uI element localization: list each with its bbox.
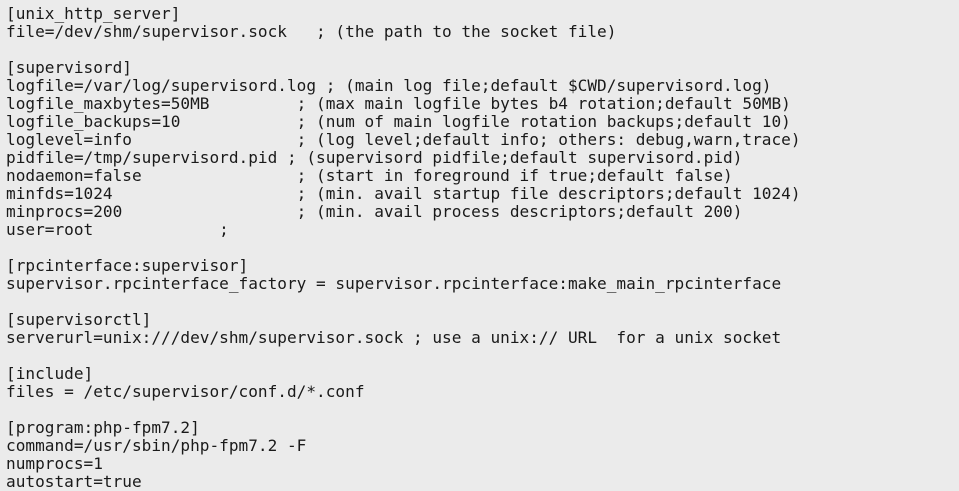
config-line: [program:php-fpm7.2] bbox=[6, 418, 200, 437]
config-line: nodaemon=false ; (start in foreground if… bbox=[6, 166, 733, 185]
blank-line bbox=[6, 401, 959, 419]
config-line: pidfile=/tmp/supervisord.pid ; (supervis… bbox=[6, 148, 743, 167]
config-line: file=/dev/shm/supervisor.sock ; (the pat… bbox=[6, 22, 617, 41]
config-line: logfile=/var/log/supervisord.log ; (main… bbox=[6, 76, 772, 95]
config-line: [rpcinterface:supervisor] bbox=[6, 256, 249, 275]
blank-line bbox=[6, 347, 959, 365]
config-line: autostart=true bbox=[6, 472, 142, 491]
config-line: supervisor.rpcinterface_factory = superv… bbox=[6, 274, 782, 293]
config-line: [supervisord] bbox=[6, 58, 132, 77]
config-line: user=root ; bbox=[6, 220, 229, 239]
config-line: [supervisorctl] bbox=[6, 310, 152, 329]
blank-line bbox=[6, 41, 959, 59]
config-line: logfile_backups=10 ; (num of main logfil… bbox=[6, 112, 791, 131]
config-line: files = /etc/supervisor/conf.d/*.conf bbox=[6, 382, 365, 401]
config-line: command=/usr/sbin/php-fpm7.2 -F bbox=[6, 436, 307, 455]
config-line: numprocs=1 bbox=[6, 454, 103, 473]
config-line: minprocs=200 ; (min. avail process descr… bbox=[6, 202, 743, 221]
blank-line bbox=[6, 293, 959, 311]
config-line: minfds=1024 ; (min. avail startup file d… bbox=[6, 184, 801, 203]
config-line: logfile_maxbytes=50MB ; (max main logfil… bbox=[6, 94, 791, 113]
config-line: [unix_http_server] bbox=[6, 4, 181, 23]
config-line: [include] bbox=[6, 364, 94, 383]
config-line: loglevel=info ; (log level;default info;… bbox=[6, 130, 801, 149]
blank-line bbox=[6, 239, 959, 257]
config-line: serverurl=unix:///dev/shm/supervisor.soc… bbox=[6, 328, 782, 347]
